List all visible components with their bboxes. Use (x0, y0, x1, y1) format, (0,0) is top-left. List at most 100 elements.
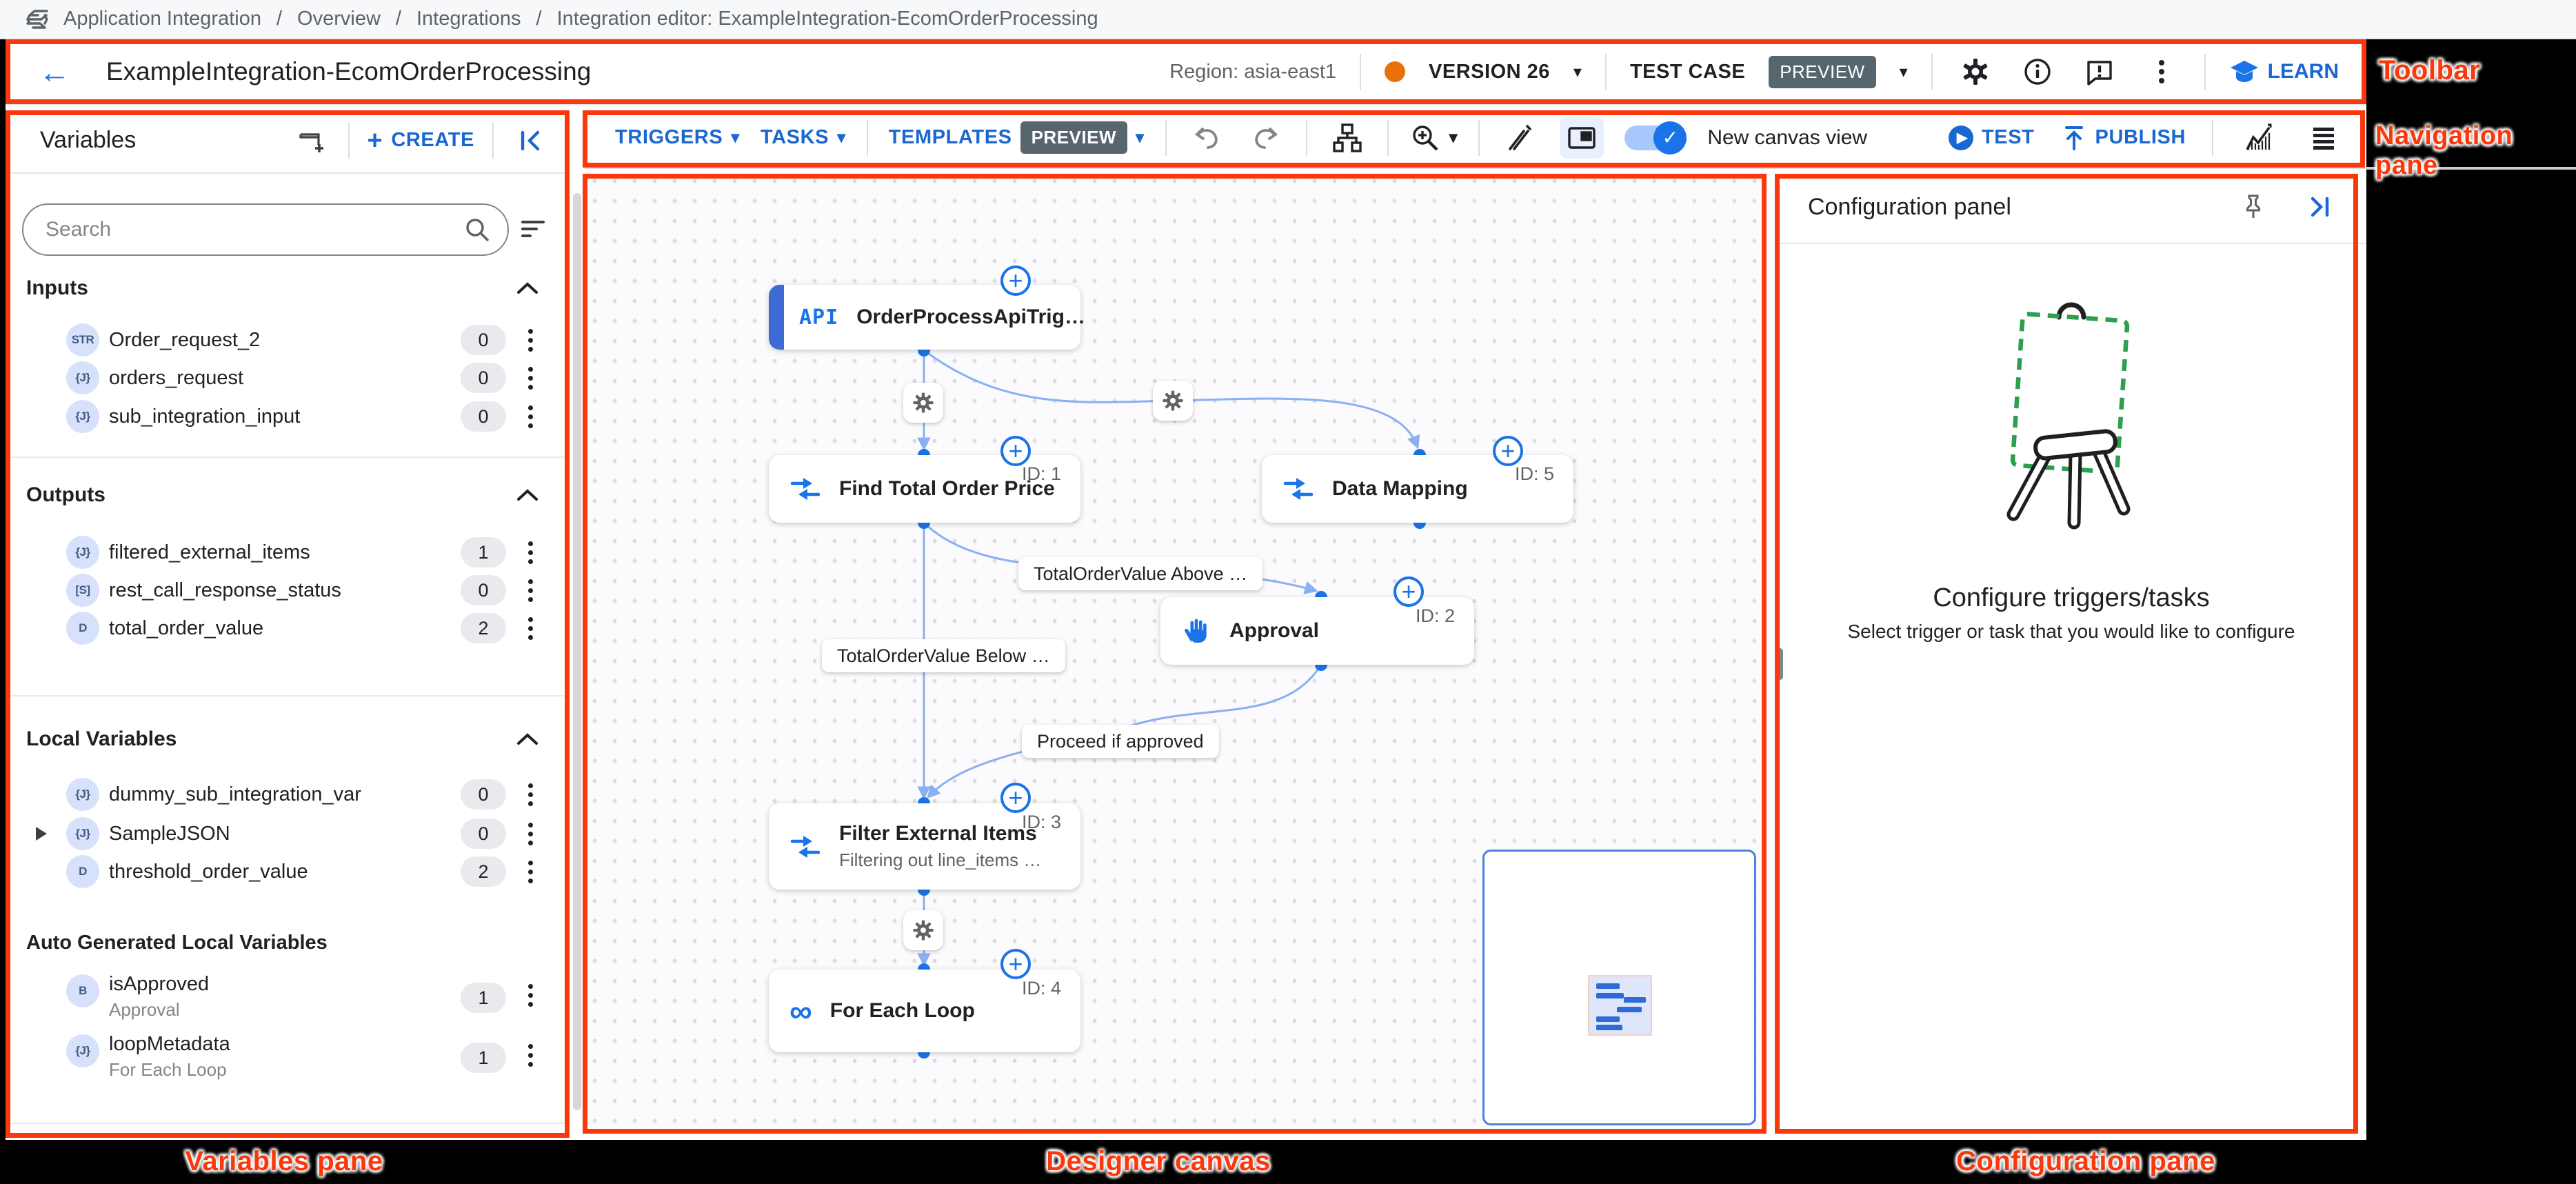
toolbar: ← ExampleIntegration-EcomOrderProcessing… (6, 39, 2366, 106)
undo-icon[interactable] (1187, 119, 1226, 157)
tasks-menu[interactable]: TASKS ▾ (760, 126, 846, 148)
publish-button[interactable]: PUBLISH (2061, 124, 2186, 152)
chevron-up-icon[interactable] (516, 731, 539, 747)
configuration-title: Configuration panel (1808, 193, 2011, 220)
templates-menu[interactable]: TEMPLATES PREVIEW ▾ (889, 121, 1145, 154)
variable-row[interactable]: STR Order_request_2 0 (6, 320, 570, 360)
expand-arrow-icon[interactable] (36, 827, 47, 841)
type-badge: {J} (66, 817, 99, 850)
edge-label[interactable]: TotalOrderValue Below … (822, 639, 1065, 672)
section-outputs[interactable]: Outputs (26, 478, 539, 512)
more-options-icon[interactable] (528, 870, 533, 874)
divider (1387, 119, 1389, 156)
usage-count: 1 (461, 983, 506, 1013)
more-options-icon[interactable] (528, 993, 533, 998)
execution-logs-icon[interactable] (2304, 119, 2343, 157)
triggers-menu[interactable]: TRIGGERS ▾ (615, 126, 740, 148)
collapse-panel-icon[interactable] (2300, 188, 2339, 226)
add-next-step-button[interactable]: + (1000, 783, 1031, 813)
chevron-down-icon[interactable]: ▾ (1573, 62, 1582, 81)
add-next-step-button[interactable]: + (1000, 265, 1031, 296)
scrollbar[interactable] (573, 193, 581, 1110)
more-options-icon[interactable] (528, 376, 533, 381)
annotation-label: Variables pane (185, 1146, 383, 1176)
variable-row[interactable]: D total_order_value 2 (6, 608, 570, 648)
section-inputs[interactable]: Inputs (26, 271, 539, 305)
learn-button[interactable]: LEARN (2229, 58, 2339, 86)
breadcrumb-item[interactable]: Application Integration (63, 8, 261, 30)
metrics-chart-icon[interactable] (2240, 119, 2278, 157)
breadcrumb-item[interactable]: Integrations (416, 8, 521, 30)
variable-row[interactable]: {J} orders_request 0 (6, 358, 570, 398)
variable-row[interactable]: {J} sub_integration_input 0 (6, 397, 570, 437)
designer-canvas[interactable]: TotalOrderValue Above … TotalOrderValue … (585, 171, 1767, 1134)
variable-row[interactable]: {J} filtered_external_items 1 (6, 532, 570, 572)
picture-in-picture-icon[interactable] (1560, 117, 1604, 159)
info-icon[interactable] (2018, 52, 2057, 91)
sort-filter-icon[interactable] (517, 213, 549, 245)
edge-label[interactable]: TotalOrderValue Above … (1018, 557, 1263, 590)
variable-row[interactable]: [S] rest_call_response_status 0 (6, 570, 570, 610)
minimap[interactable] (1482, 850, 1756, 1125)
edge-config-gear-icon[interactable] (903, 383, 943, 423)
more-options-icon[interactable] (528, 1053, 533, 1058)
add-next-step-button[interactable]: + (1393, 576, 1424, 607)
add-next-step-button[interactable]: + (1493, 436, 1523, 466)
auto-layout-icon[interactable] (1328, 119, 1367, 157)
variable-row[interactable]: D threshold_order_value 2 (6, 852, 570, 892)
more-options-icon[interactable] (528, 414, 533, 419)
version-selector[interactable]: VERSION 26 (1429, 60, 1550, 83)
edge-config-gear-icon[interactable] (903, 910, 943, 950)
node-for-each-loop[interactable]: ∞ For Each Loop ID: 4 (769, 970, 1080, 1052)
variable-row[interactable]: B isApproved Approval 1 (6, 969, 570, 1028)
more-options-icon[interactable] (2142, 52, 2181, 91)
node-approval[interactable]: Approval ID: 2 (1160, 597, 1474, 665)
divider (1165, 119, 1167, 156)
back-arrow-icon[interactable]: ← (39, 54, 70, 90)
node-filter-external-items[interactable]: Filter External Items Filtering out line… (769, 803, 1080, 890)
more-options-icon[interactable] (528, 588, 533, 593)
chevron-down-icon[interactable]: ▾ (1899, 62, 1908, 81)
variables-search[interactable] (22, 203, 509, 256)
chevron-up-icon[interactable] (516, 487, 539, 503)
application-integration-logo-icon (23, 6, 51, 33)
variable-row[interactable]: {J} SampleJSON 0 (6, 814, 570, 854)
breadcrumb-item[interactable]: Overview (297, 8, 381, 30)
magic-wand-icon[interactable] (1500, 119, 1539, 157)
node-api-trigger[interactable]: API OrderProcessApiTrig… (769, 285, 1085, 350)
edge-config-gear-icon[interactable] (1153, 381, 1193, 421)
more-options-icon[interactable] (528, 626, 533, 631)
add-next-step-button[interactable]: + (1000, 949, 1031, 979)
pin-icon[interactable] (2234, 188, 2273, 226)
search-input[interactable] (44, 217, 463, 242)
settings-gear-icon[interactable] (1956, 52, 1995, 91)
zoom-control[interactable]: ▾ (1409, 122, 1458, 154)
more-options-icon[interactable] (528, 832, 533, 836)
node-subtitle: Filtering out line_items … (839, 850, 1042, 870)
divider (2212, 119, 2213, 156)
section-local-variables[interactable]: Local Variables (26, 722, 539, 756)
type-badge: {J} (66, 536, 99, 569)
variable-row[interactable]: {J} loopMetadata For Each Loop 1 (6, 1029, 570, 1088)
variable-row[interactable]: {J} dummy_sub_integration_var 0 (6, 774, 570, 814)
add-next-step-button[interactable]: + (1000, 436, 1031, 466)
pane-resize-handle[interactable] (1777, 648, 1783, 680)
test-button[interactable]: ▶ TEST (1948, 125, 2035, 150)
node-find-total-order-price[interactable]: Find Total Order Price ID: 1 (769, 455, 1080, 523)
open-in-window-icon[interactable] (292, 121, 330, 160)
redo-icon[interactable] (1247, 119, 1285, 157)
create-variable-button[interactable]: + CREATE (367, 126, 474, 155)
more-options-icon[interactable] (528, 792, 533, 797)
usage-count: 2 (461, 856, 506, 887)
edge-label[interactable]: Proceed if approved (1022, 725, 1219, 758)
more-options-icon[interactable] (528, 550, 533, 555)
more-options-icon[interactable] (528, 338, 533, 343)
test-case-label[interactable]: TEST CASE (1629, 60, 1746, 83)
chevron-down-icon: ▾ (837, 128, 846, 147)
chevron-up-icon[interactable] (516, 280, 539, 297)
new-canvas-view-toggle[interactable]: ✓ (1624, 121, 1687, 154)
usage-count: 1 (461, 537, 506, 568)
node-data-mapping[interactable]: Data Mapping ID: 5 (1262, 455, 1573, 523)
collapse-panel-icon[interactable] (512, 121, 550, 160)
feedback-icon[interactable] (2080, 52, 2119, 91)
